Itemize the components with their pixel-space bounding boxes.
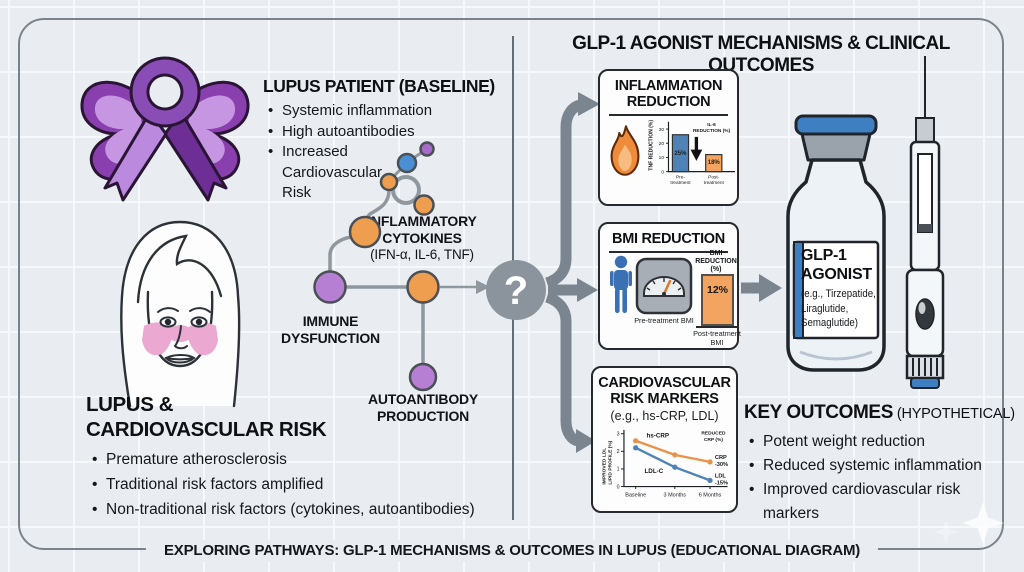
risk-bullet: Traditional risk factors amplified	[90, 472, 510, 497]
injection-pen-illustration	[905, 56, 945, 389]
svg-text:-30%: -30%	[715, 462, 728, 468]
autoantibody-production-label: AUTOANTIBODY PRODUCTION	[367, 391, 479, 424]
svg-text:LDL: LDL	[715, 474, 727, 480]
cytokines-sublabel: (IFN-α, IL-6, TNF)	[370, 247, 474, 262]
svg-text:Pre-: Pre-	[676, 174, 685, 180]
svg-text:CRP (%): CRP (%)	[704, 437, 724, 443]
outcome-bullet: Improved cardiovascular risk markers	[747, 478, 999, 526]
cytokines-label-text: INFLAMMATORY CYTOKINES	[367, 213, 477, 246]
svg-text:30: 30	[659, 127, 665, 133]
svg-text:0: 0	[617, 484, 620, 490]
inflammation-reduction-panel: INFLAMMATION REDUCTION 0 10 20 30 TNF REDUCT…	[598, 69, 739, 206]
flame-icon	[610, 125, 640, 176]
bmi-reduction-bar: 12%	[701, 274, 734, 326]
sparkle-icon	[962, 502, 1004, 544]
post-treatment-bmi-caption: Post-treatment BMI	[693, 329, 741, 347]
key-outcomes-title: KEY OUTCOMES	[744, 402, 893, 423]
immune-dysfunction-label: IMMUNE DYSFUNCTION	[281, 313, 380, 346]
svg-text:2: 2	[617, 449, 620, 455]
lupus-cardiovascular-risk-bullets: Premature atherosclerosis Traditional ri…	[90, 447, 510, 522]
pre-treatment-bmi-caption: Pre-treatment BMI	[634, 316, 694, 325]
glp1-label-sub-line: Liraglutide,	[801, 302, 849, 315]
svg-text:-15%: -15%	[715, 480, 728, 486]
bmi-reduction-bar-header: BMI REDUCTION (%)	[695, 250, 737, 273]
glp1-vial-illustration	[786, 114, 886, 372]
svg-text:1: 1	[617, 467, 620, 473]
question-mark-text: ?	[504, 269, 528, 313]
footer-caption: EXPLORING PATHWAYS: GLP-1 MECHANISMS & O…	[145, 540, 879, 562]
glp1-label-title: GLP-1 AGONIST	[801, 247, 872, 283]
svg-text:REDUCTION (%): REDUCTION (%)	[693, 128, 731, 134]
inflammation-panel-title: INFLAMMATION REDUCTION	[614, 78, 723, 110]
cardio-panel-subtitle: (e.g., hs-CRP, LDL)	[610, 409, 719, 423]
glp1-label-sub-line: (e.g., Tirzepatide,	[801, 288, 876, 300]
patient-bullet: Increased Cardiovascular Risk	[266, 142, 410, 204]
outcome-bullet: Potent weight reduction	[747, 430, 999, 454]
glp1-vial-label: GLP-1 AGONIST (e.g., Tirzepatide, Liragl…	[801, 247, 879, 331]
svg-text:treatment: treatment	[670, 180, 691, 186]
key-outcomes-qualifier: (HYPOTHETICAL)	[892, 406, 1015, 422]
bmi-reduction-panel: BMI REDUCTION Pre-treatment BMI BMI RED	[598, 222, 741, 350]
svg-text:IL-6: IL-6	[707, 122, 716, 128]
panel-title-rule	[609, 251, 728, 253]
svg-text:Post-: Post-	[708, 174, 720, 180]
patient-baseline-bullets: Systemic inflammation High autoantibodie…	[266, 101, 444, 204]
svg-text:TNF REDUCTION (%): TNF REDUCTION (%)	[648, 120, 654, 171]
svg-text:10: 10	[659, 155, 665, 161]
svg-text:18%: 18%	[708, 160, 721, 166]
svg-text:CRP: CRP	[715, 455, 727, 461]
person-icon	[610, 255, 632, 313]
svg-text:6 Months: 6 Months	[699, 492, 722, 498]
lupus-patient-face-illustration	[120, 220, 241, 408]
lupus-cardiovascular-risk-heading: LUPUS & CARDIOVASCULAR RISK	[86, 393, 327, 441]
svg-text:20: 20	[659, 141, 665, 147]
svg-text:LDL-C: LDL-C	[644, 468, 663, 475]
patient-bullet: High autoantibodies	[266, 122, 444, 143]
key-outcomes-bullets: Potent weight reduction Reduced systemic…	[747, 430, 999, 526]
sparkle-icon-small	[934, 520, 958, 544]
svg-text:3 Months: 3 Months	[664, 492, 687, 498]
weight-scale-icon	[635, 257, 693, 315]
glp1-label-sub-line: Semaglutide)	[801, 317, 859, 329]
patient-baseline-heading: LUPUS PATIENT (BASELINE)	[263, 76, 495, 96]
svg-text:25%: 25%	[674, 151, 687, 157]
patient-bullet: Systemic inflammation	[266, 101, 444, 122]
risk-bullet: Premature atherosclerosis	[90, 447, 510, 472]
svg-text:IMPROVED LDL: IMPROVED LDL	[601, 448, 607, 485]
svg-text:0: 0	[661, 169, 664, 175]
svg-text:REDUCED: REDUCED	[701, 431, 726, 437]
svg-text:treatment: treatment	[704, 180, 725, 186]
svg-text:LIPID PROFILE (%): LIPID PROFILE (%)	[608, 440, 614, 484]
risk-bullet: Non-traditional risk factors (cytokines,…	[90, 497, 510, 522]
svg-text:Baseline: Baseline	[625, 492, 646, 498]
bmi-bar-baseline	[696, 326, 739, 328]
outcome-bullet: Reduced systemic inflammation	[747, 454, 999, 478]
cardiovascular-risk-markers-panel: CARDIOVASCULAR RISK MARKERS (e.g., hs-CR…	[591, 366, 738, 513]
inflammatory-cytokines-label: INFLAMMATORY CYTOKINES (IFN-α, IL-6, TNF…	[347, 213, 497, 264]
key-outcomes-heading: KEY OUTCOMES (HYPOTHETICAL)	[744, 402, 1015, 424]
cardio-panel-title: CARDIOVASCULAR RISK MARKERS	[598, 375, 731, 407]
svg-text:hs-CRP: hs-CRP	[646, 433, 669, 440]
question-mark-circle	[486, 260, 546, 320]
svg-text:3: 3	[617, 431, 620, 437]
bmi-panel-title: BMI REDUCTION	[612, 231, 725, 247]
panel-title-rule	[609, 114, 728, 116]
lupus-butterfly-ribbon-icon	[80, 56, 250, 202]
